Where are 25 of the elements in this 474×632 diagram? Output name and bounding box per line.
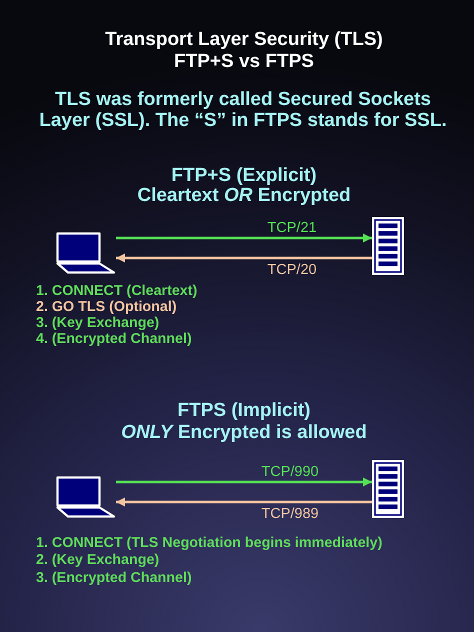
edge-label: TCP/21 (267, 220, 317, 236)
step-text: 1. CONNECT (TLS Negotiation begins immediately) (36, 535, 382, 552)
step-text: 4. (Encrypted Channel) (36, 331, 192, 348)
section-heading: FTPS (Implicit) (178, 399, 310, 422)
section-heading: FTP+S (Explicit) (171, 164, 317, 187)
server-icon (372, 460, 404, 518)
laptop-icon (56, 232, 116, 274)
arrow (116, 478, 372, 486)
arrow (116, 254, 372, 262)
note-text: TLS was formerly called Secured Sockets Layer (SSL). The “S” in FTPS stands for SSL. (38, 89, 448, 131)
step-text: 2. (Key Exchange) (36, 552, 160, 569)
step-text: 2. GO TLS (Optional) (36, 299, 177, 316)
edge-label: TCP/989 (261, 506, 319, 522)
title: Transport Layer Security (TLS) FTP+S vs FTPS (104, 29, 384, 73)
step-text: 3. (Encrypted Channel) (36, 570, 192, 587)
section-subheading: ONLY Encrypted is allowed (121, 421, 367, 444)
edge-label: TCP/990 (261, 464, 319, 480)
server-icon (372, 217, 404, 275)
section-subheading: Cleartext OR Encrypted (137, 185, 351, 207)
laptop-icon (56, 476, 116, 518)
arrow (116, 234, 372, 242)
step-text: 3. (Key Exchange) (36, 315, 160, 332)
arrow (116, 498, 372, 506)
edge-label: TCP/20 (267, 262, 317, 278)
step-text: 1. CONNECT (Cleartext) (36, 283, 198, 300)
